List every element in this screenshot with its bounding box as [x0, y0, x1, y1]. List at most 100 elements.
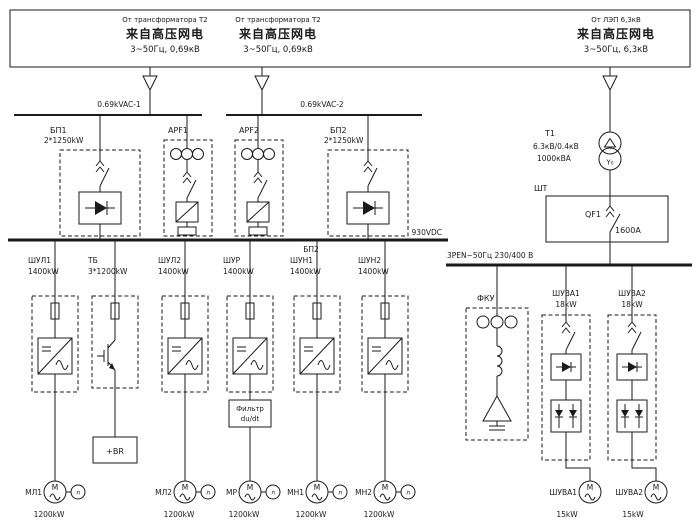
feeder-rating: 1400kW — [358, 267, 389, 276]
unit-bp2: БП2 2*1250kW — [324, 115, 409, 240]
motor-rating: 1200kW — [229, 510, 260, 519]
fuse-icon — [110, 302, 120, 320]
feed-arrow-icon — [254, 75, 270, 92]
inverter-icon — [616, 399, 648, 433]
motor-name: МН1 — [287, 488, 304, 497]
feeder-shun2: ШУН2 1400kW М л МН2 1200kW — [355, 240, 416, 519]
fuse-icon — [180, 302, 190, 320]
encoder-letter: л — [206, 490, 210, 497]
feeder-rating: 3*1200kW — [88, 267, 128, 276]
circuit-breaker-icon — [95, 160, 110, 192]
delta-winding-icon — [603, 137, 617, 148]
igbt-chopper-icon — [97, 339, 116, 371]
feeder-name: ШУН1 — [290, 256, 313, 265]
unit-rating: 2*1250kW — [324, 136, 364, 145]
source-block-1: От трансформатора Т2 来自高压网电 3~50Гц, 0,69… — [122, 16, 207, 55]
source-from: От ЛЭП 6,3кВ — [591, 16, 641, 24]
source-cn: 来自高压网电 — [576, 26, 655, 41]
source-from: От трансформатора Т2 — [235, 16, 320, 24]
inverter-icon — [37, 337, 73, 375]
encoder-icon: л — [261, 484, 281, 500]
motor-name: МН2 — [355, 488, 372, 497]
motor-icon: М — [173, 480, 197, 504]
dc-link-icon — [248, 226, 268, 236]
feeder-shul1: ШУЛ1 1400kW М л МЛ1 1200kW — [25, 240, 86, 519]
dudt-line2: du/dt — [241, 415, 260, 423]
inverter-icon — [550, 399, 582, 433]
motor-rating: 1200kW — [164, 510, 195, 519]
bus-dc-label: 930VDC — [412, 228, 442, 237]
inverter-icon — [232, 337, 268, 375]
bus-ac2: 0.69kVAC-2 — [226, 100, 422, 116]
unit-name: ФКУ — [477, 294, 495, 303]
circuit-breaker-icon — [363, 160, 378, 192]
unit-name: БП2 — [330, 126, 347, 135]
rectifier-icon — [550, 353, 582, 381]
feed-arrow-icon — [602, 75, 618, 92]
cabinet-outline — [59, 149, 141, 237]
unit-apf2: APF2 — [234, 115, 284, 237]
feeder-name: ТБ — [87, 256, 98, 265]
circuit-breaker-icon — [182, 171, 197, 202]
star-winding-label: Y₀ — [605, 159, 613, 167]
bus-lv-label: 3PEN~50Гц 230/400 В — [447, 251, 533, 260]
source-spec: 3~50Гц, 0,69кВ — [243, 45, 313, 55]
switchboard-name: ШТ — [534, 184, 548, 193]
feeder-rating: 1400kW — [158, 267, 189, 276]
encoder-icon: л — [328, 484, 348, 500]
feed-drop-3 — [602, 67, 618, 132]
motor-letter: М — [247, 483, 253, 492]
bus-ac2-label: 0.69kVAC-2 — [300, 100, 344, 109]
rectifier-icon — [616, 353, 648, 381]
encoder-icon: л — [396, 484, 416, 500]
motor-name: МЛ1 — [25, 488, 42, 497]
transformer-branch: Т1 6.3кВ/0.4кВ 1000кВА Y₀ — [533, 129, 622, 196]
drive-cabinet-outline — [91, 295, 139, 389]
dc-link-icon — [177, 226, 197, 236]
motor-letter: М — [382, 483, 388, 492]
inverter-icon — [175, 201, 199, 223]
bus-dc: 930VDC БП2 — [8, 228, 448, 254]
unit-shuva2: ШУВА2 18kW — [607, 265, 668, 519]
motor-letter: М — [314, 483, 320, 492]
feeder-name: ШУЛ2 — [158, 256, 181, 265]
transformer-icon: Y₀ — [598, 131, 622, 171]
motor-icon: М — [43, 480, 67, 504]
inverter-icon — [367, 337, 403, 375]
feeder-shun1: ШУН1 1400kW М л МН1 1200kW — [287, 240, 348, 519]
motor-icon: М — [373, 480, 397, 504]
circuit-breaker-icon — [605, 205, 621, 242]
bus-lv: 3PEN~50Гц 230/400 В — [446, 251, 692, 267]
motor-letter: М — [182, 483, 188, 492]
motor-icon: М — [238, 480, 262, 504]
motor-name: МР — [226, 488, 237, 497]
supply-box-outline — [9, 9, 691, 68]
feeder-name: ШУР — [223, 256, 241, 265]
unit-name: APF2 — [239, 126, 259, 135]
switchboard-sht: ШТ QF1 1600А — [534, 184, 669, 265]
unit-fku: ФКУ — [465, 265, 529, 441]
inverter-icon — [167, 337, 203, 375]
motor-rating: 1200kW — [34, 510, 65, 519]
filter-coils-icon — [170, 148, 204, 160]
motor-rating: 15kW — [622, 510, 644, 519]
fuse-icon — [245, 302, 255, 320]
filter-coils-icon — [241, 148, 275, 160]
source-spec: 3~50Гц, 6,3кВ — [584, 45, 648, 55]
motor-letter: М — [653, 483, 659, 492]
inverter-icon — [299, 337, 335, 375]
feeder-rating: 1400kW — [223, 267, 254, 276]
motor-letter: М — [52, 483, 58, 492]
source-block-2: От трансформатора Т2 来自高压网电 3~50Гц, 0,69… — [235, 16, 320, 55]
fuse-icon — [50, 302, 60, 320]
motor-rating: 1200kW — [296, 510, 327, 519]
inverter-icon — [246, 201, 270, 223]
unit-name: БП1 — [50, 126, 67, 135]
reactor-icon — [496, 345, 503, 377]
feed-drop-1 — [142, 67, 158, 115]
breaker-name: QF1 — [585, 210, 601, 219]
source-cn: 来自高压网电 — [125, 26, 204, 41]
circuit-breaker-icon — [253, 171, 268, 202]
source-spec: 3~50Гц, 0,69кВ — [130, 45, 200, 55]
